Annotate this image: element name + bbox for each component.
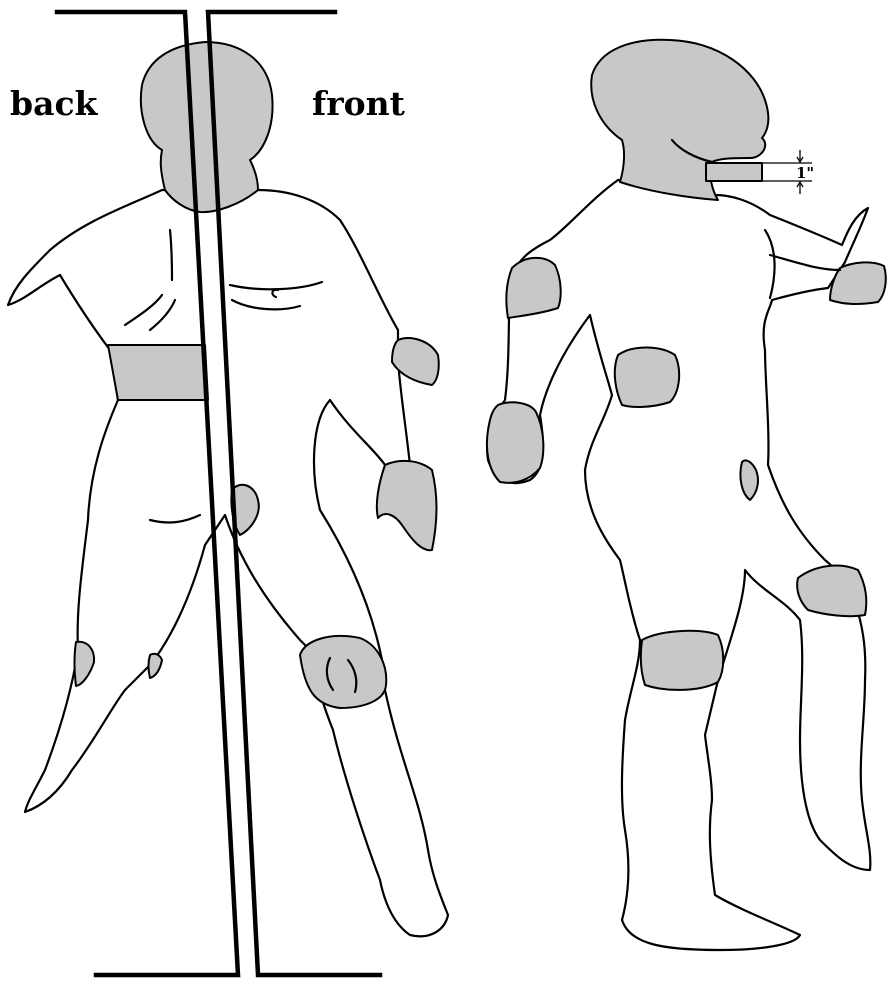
back-waist-band (108, 345, 208, 400)
back-calf-patch-right (149, 654, 163, 678)
front-hand (377, 461, 437, 550)
front-back-head (141, 42, 273, 212)
back-label: back (10, 84, 97, 123)
front-knee-patch (300, 636, 386, 708)
chin-strap (706, 163, 762, 181)
side-shoulder-patch (506, 258, 560, 318)
side-forearm-patch (830, 262, 886, 304)
side-hand (487, 402, 543, 482)
side-knee-patch-front (641, 631, 723, 690)
side-knee-patch-back (797, 566, 866, 617)
side-back-patch (615, 348, 679, 407)
front-label: front (312, 84, 405, 123)
dimension-label: 1" (796, 164, 814, 182)
side-figure: 1" (487, 40, 886, 950)
